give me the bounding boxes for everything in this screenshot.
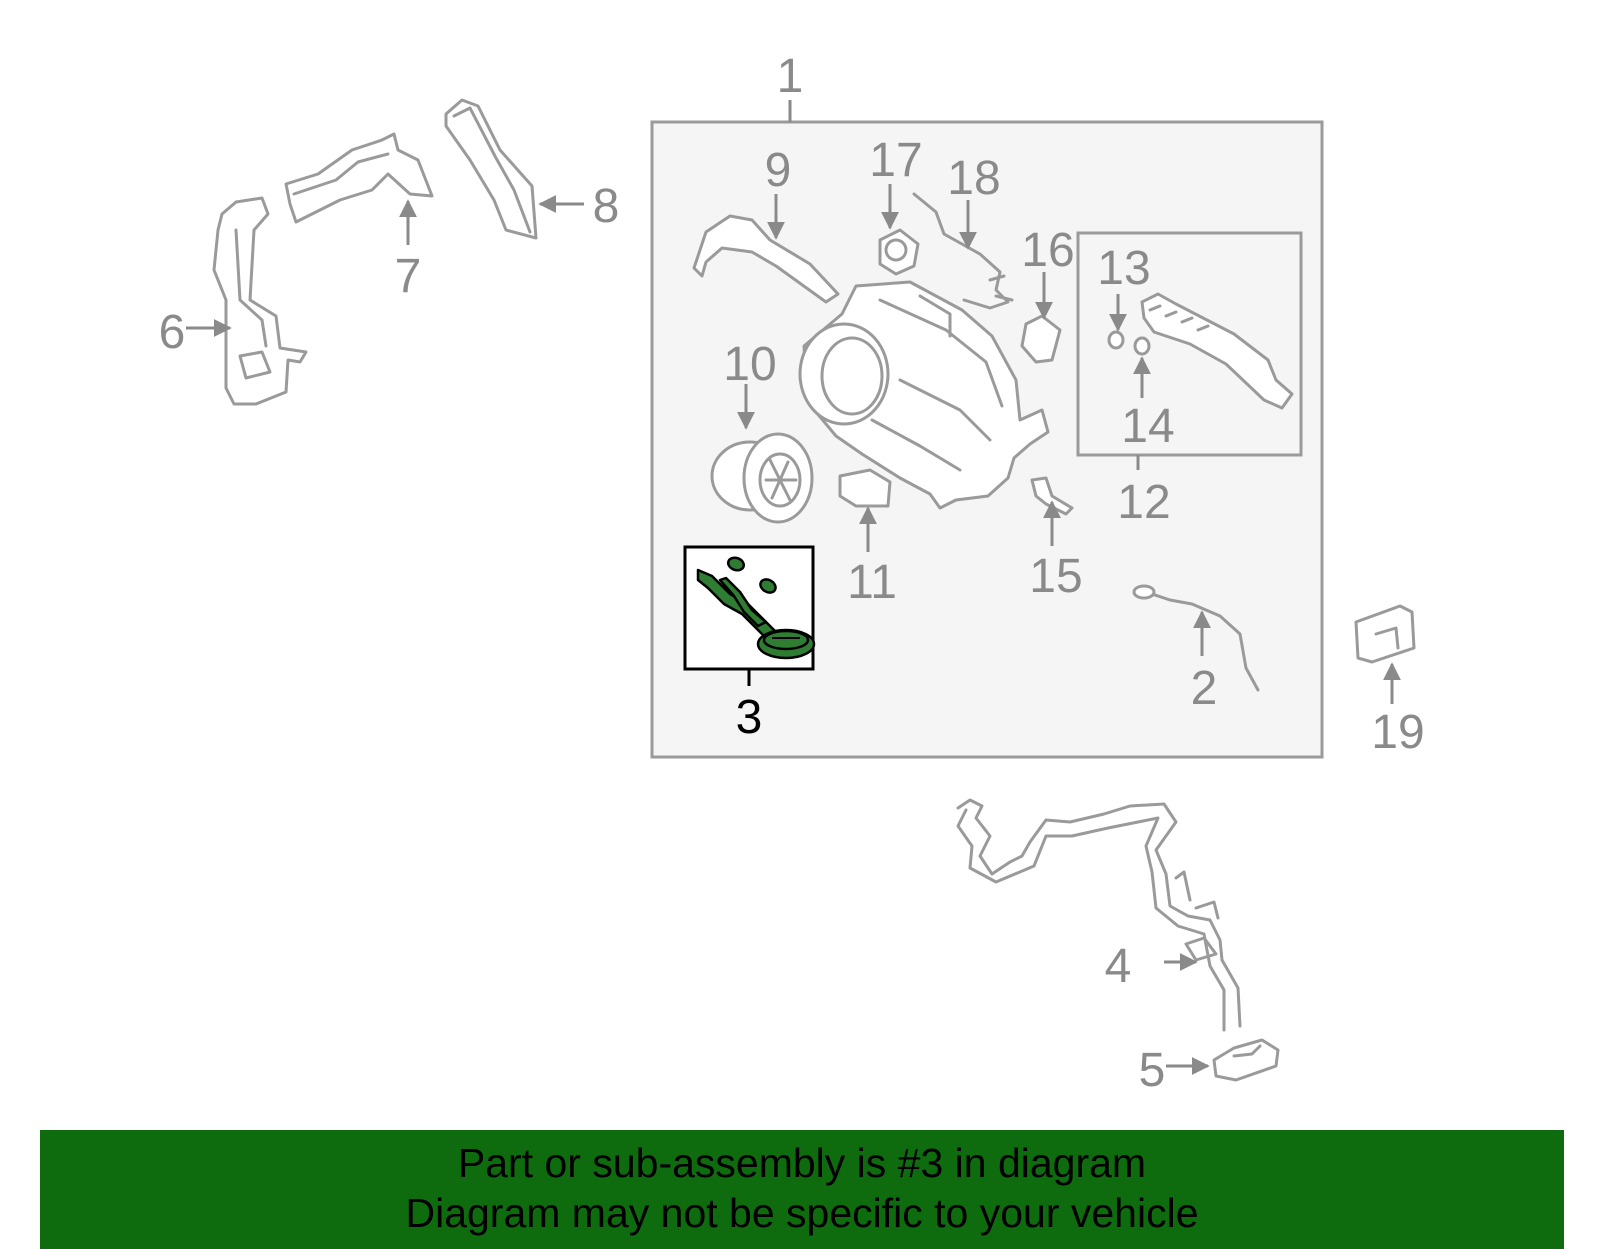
callout-10: 10 (723, 338, 776, 391)
part-8-duct (444, 98, 538, 240)
part-6-duct (212, 196, 308, 406)
part-12-evaporator (1140, 292, 1294, 410)
part-3-seal-kit (696, 556, 816, 660)
part-13-o-ring (1107, 330, 1125, 350)
callout-13: 13 (1097, 242, 1150, 295)
callout-7: 7 (395, 250, 422, 303)
banner-line-1: Part or sub-assembly is #3 in diagram (457, 1140, 1147, 1186)
part-15-bracket (1030, 476, 1074, 516)
callout-1: 1 (777, 50, 804, 103)
part-14-o-ring (1133, 336, 1151, 356)
part-19-filter-cover (1354, 604, 1416, 664)
info-banner: Part or sub-assembly is #3 in diagram Di… (40, 1130, 1564, 1249)
callout-2: 2 (1191, 662, 1218, 715)
part-2-tube (1132, 584, 1260, 692)
part-5-block (1212, 1038, 1280, 1082)
callout-14: 14 (1121, 400, 1174, 453)
part-9-duct (692, 214, 840, 304)
callout-12: 12 (1117, 476, 1170, 529)
callout-11: 11 (847, 556, 897, 609)
part-7-duct (284, 132, 434, 224)
callout-16: 16 (1021, 224, 1074, 277)
callout-18: 18 (947, 152, 1000, 205)
part-4-pipe (956, 798, 1242, 1032)
callout-4: 4 (1105, 940, 1132, 993)
part-18-wire-harness (912, 192, 1014, 310)
callout-15: 15 (1029, 550, 1082, 603)
callout-17: 17 (869, 134, 922, 187)
callout-3: 3 (736, 691, 763, 744)
callout-19: 19 (1371, 706, 1424, 759)
part-housing-main (798, 280, 1050, 510)
callout-5: 5 (1139, 1044, 1166, 1097)
banner-line-2: Diagram may not be specific to your vehi… (405, 1190, 1199, 1236)
callout-9: 9 (765, 144, 792, 197)
part-11-resistor (838, 468, 892, 508)
part-17-actuator (878, 228, 920, 276)
part-10-blower-motor (710, 432, 814, 524)
callout-8: 8 (593, 180, 620, 233)
callout-6: 6 (159, 306, 186, 359)
subassembly-box-12 (1076, 231, 1303, 457)
